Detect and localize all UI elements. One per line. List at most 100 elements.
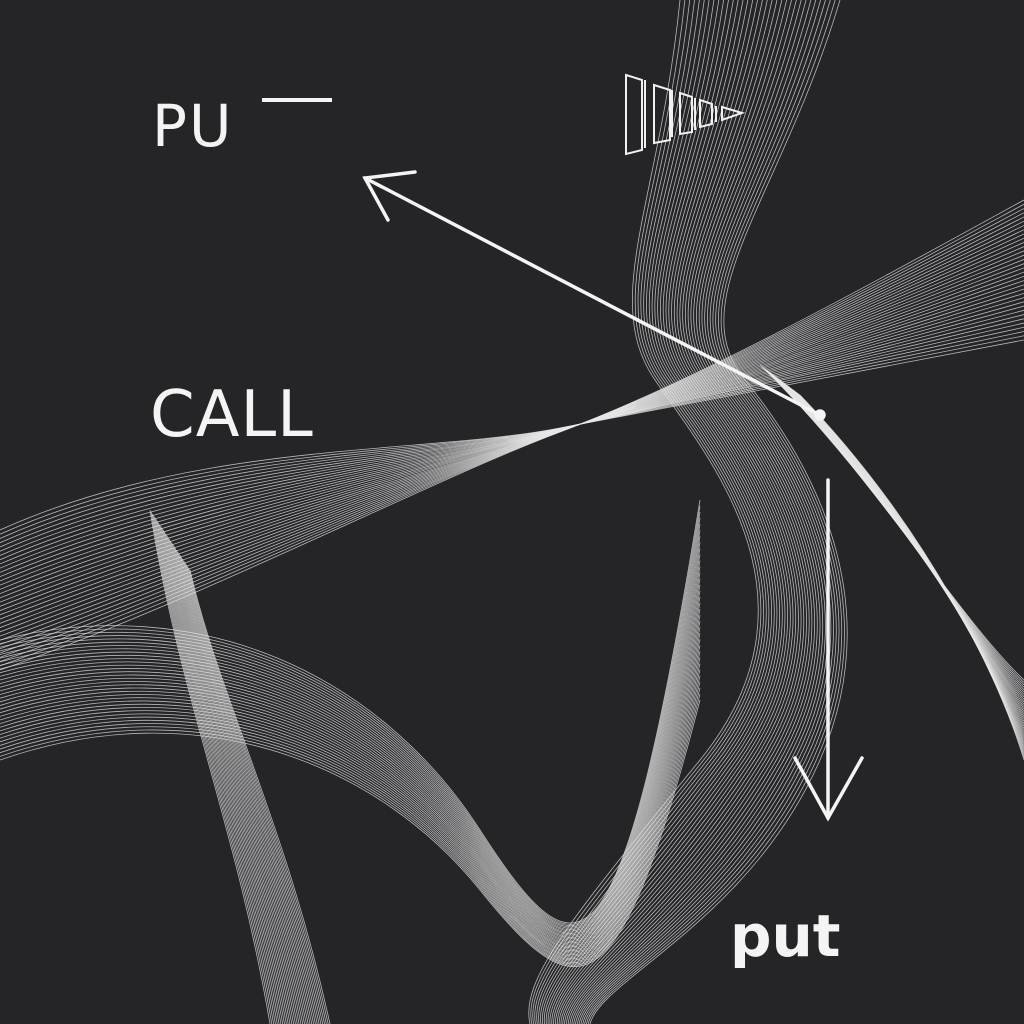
- wave-line-b: [528, 0, 759, 1024]
- wave-line-d: [0, 693, 701, 966]
- wave-line-e: [788, 386, 1024, 739]
- wave-line-e: [783, 382, 1024, 729]
- wave-line-d: [0, 524, 701, 929]
- wave-line-b: [564, 0, 810, 1024]
- wave-line-d: [0, 687, 701, 965]
- wave-line-b: [573, 0, 823, 1024]
- wave-line-b: [547, 0, 786, 1024]
- wave-line-b: [562, 0, 807, 1024]
- wave-line-d: [0, 675, 701, 962]
- wave-line-d: [0, 566, 701, 938]
- pu-dash-line: [262, 98, 332, 102]
- wave-line-b: [582, 0, 837, 1024]
- arrow-up-left-icon: [362, 170, 826, 421]
- wave-line-c: [184, 562, 324, 1024]
- wave-line-c: [171, 542, 304, 1024]
- wave-line-d: [0, 548, 701, 934]
- wave-line-d: [0, 645, 701, 956]
- wave-line-d: [0, 639, 701, 954]
- wave-line-c: [177, 551, 313, 1024]
- wave-line-c: [183, 560, 322, 1024]
- wave-line-c: [179, 555, 316, 1024]
- wave-line-c: [165, 533, 295, 1024]
- wave-line-e: [765, 369, 1024, 693]
- pu-label: PU: [152, 92, 234, 160]
- wave-line-b: [580, 0, 834, 1024]
- wave-line-c: [162, 529, 291, 1024]
- wave-line-b: [530, 0, 762, 1024]
- wave-line-c: [178, 553, 315, 1024]
- wave-line-b: [576, 0, 829, 1024]
- wave-line-d: [0, 609, 701, 948]
- wave-line-c: [187, 566, 327, 1024]
- wave-line-d: [0, 621, 701, 950]
- wave-line-c: [153, 515, 276, 1024]
- wave-line-c: [164, 531, 293, 1024]
- wave-line-d: [0, 633, 701, 953]
- wave-line-b: [565, 0, 813, 1024]
- wave-line-e: [766, 370, 1024, 695]
- wave-line-d: [0, 560, 701, 937]
- wave-line-b: [567, 0, 815, 1024]
- wave-line-c: [149, 509, 271, 1024]
- wave-line-c: [152, 513, 275, 1024]
- wave-line-c: [166, 535, 296, 1024]
- wave-line-c: [176, 549, 311, 1024]
- wave-line-c: [156, 520, 282, 1024]
- wave-line-d: [0, 554, 701, 936]
- wave-line-d: [0, 602, 701, 946]
- wave-line-d: [0, 536, 701, 932]
- wave-line-d: [0, 663, 701, 960]
- call-label: CALL: [150, 378, 314, 452]
- wave-line-d: [0, 530, 701, 930]
- wave-line-c: [182, 559, 320, 1024]
- wave-line-b: [587, 0, 845, 1024]
- wave-line-d: [0, 627, 701, 951]
- wave-line-b: [560, 0, 805, 1024]
- wave-line-c: [175, 548, 309, 1024]
- wave-line-b: [543, 0, 781, 1024]
- wave-line-b: [556, 0, 799, 1024]
- wave-line-e: [785, 383, 1024, 732]
- wave-line-c: [150, 511, 273, 1024]
- wave-line-d: [0, 651, 701, 957]
- wave-line-b: [558, 0, 802, 1024]
- wave-line-b: [536, 0, 770, 1024]
- wave-line-b: [532, 0, 764, 1024]
- wave-line-c: [185, 564, 325, 1024]
- wave-line-a: [0, 199, 1024, 671]
- wave-line-e: [780, 380, 1024, 722]
- wave-line-c: [167, 537, 298, 1024]
- wave-line-c: [169, 539, 300, 1024]
- wave-line-c: [189, 569, 331, 1024]
- wave-line-b: [584, 0, 840, 1024]
- wave-line-c: [160, 526, 287, 1024]
- wave-line-d: [0, 572, 701, 940]
- wave-line-c: [154, 517, 278, 1024]
- wave-line-c: [158, 522, 284, 1024]
- wave-line-d: [0, 615, 701, 949]
- put-label: put: [730, 902, 841, 970]
- wave-line-d: [0, 596, 701, 945]
- wave-line-b: [571, 0, 821, 1024]
- wave-line-b: [569, 0, 818, 1024]
- wave-line-d: [0, 699, 701, 967]
- wave-line-d: [0, 584, 701, 942]
- wave-line-d: [0, 657, 701, 958]
- wave-line-d: [0, 590, 701, 944]
- wave-line-d: [0, 542, 701, 933]
- wave-line-d: [0, 669, 701, 961]
- wave-line-c: [173, 546, 307, 1024]
- wave-line-d: [0, 681, 701, 963]
- wave-line-b: [575, 0, 826, 1024]
- wave-line-c: [181, 557, 318, 1024]
- wave-line-c: [172, 544, 305, 1024]
- wave-line-d: [0, 512, 701, 927]
- diminishing-frames-icon: [625, 73, 746, 156]
- wave-line-e: [799, 394, 1024, 761]
- wave-line-e: [759, 364, 1024, 681]
- wave-line-d: [0, 578, 701, 941]
- wave-line-c: [155, 519, 280, 1024]
